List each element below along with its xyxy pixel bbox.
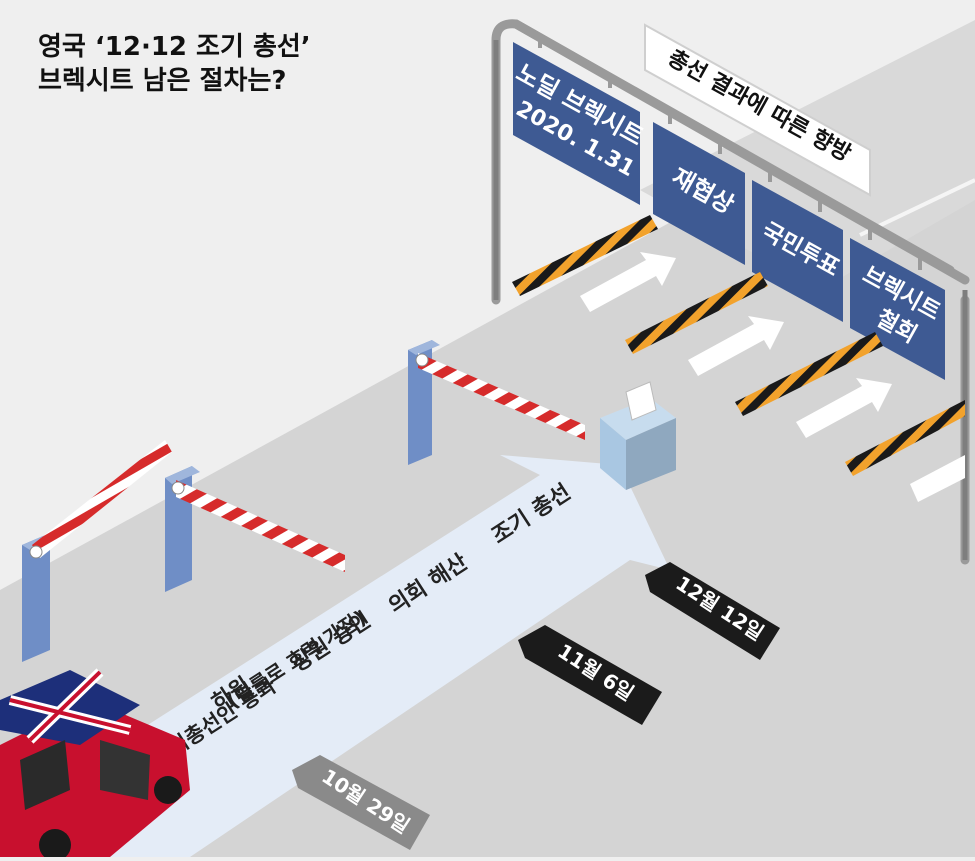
gantry-header-sign xyxy=(644,23,871,197)
mini-car xyxy=(0,668,190,861)
date-arrow-dec12 xyxy=(645,562,780,660)
lane-barriers xyxy=(512,215,965,476)
boom-barrier-near xyxy=(22,440,172,662)
sign-renegotiation xyxy=(653,122,745,265)
title-block: 영국 ‘12·12 조기 총선’ 브렉시트 남은 절차는? xyxy=(38,30,311,98)
sign-referendum xyxy=(752,180,843,322)
sign-hangers xyxy=(538,36,922,270)
sign-revoke xyxy=(850,238,945,380)
date-arrow-oct29 xyxy=(292,755,430,850)
title-line1: 영국 ‘12·12 조기 총선’ xyxy=(38,32,311,62)
process-arrow xyxy=(30,455,670,857)
lane-arrows xyxy=(580,252,965,502)
title-line2: 브렉시트 남은 절차는? xyxy=(38,66,287,96)
ballot-box xyxy=(600,381,676,490)
date-arrow-nov6 xyxy=(518,625,662,725)
sign-no-deal xyxy=(513,42,640,205)
boom-barrier-far xyxy=(408,340,585,465)
boom-barrier-middle xyxy=(165,466,345,592)
